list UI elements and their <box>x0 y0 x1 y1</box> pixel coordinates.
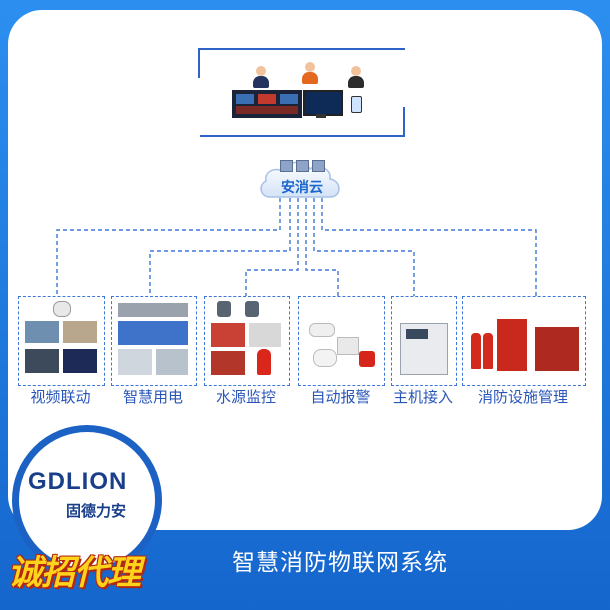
pressure-gauge-icon <box>245 301 259 317</box>
module-water-monitoring <box>204 296 290 386</box>
module-label-video: 视频联动 <box>30 388 91 406</box>
logo-brand-text: GDLION <box>28 468 128 495</box>
pump-image <box>211 323 245 347</box>
control-room-screen-icon <box>232 90 302 118</box>
module-facility-management <box>462 296 586 386</box>
video-thumbnail <box>63 321 97 343</box>
server-icon <box>280 160 293 172</box>
module-label-host: 主机接入 <box>392 388 453 406</box>
electric-cabinet-image <box>156 349 188 375</box>
pressure-gauge-icon <box>217 301 231 317</box>
company-logo <box>12 425 162 575</box>
agent-recruitment-banner: 诚招代理 <box>8 553 141 593</box>
electric-sensor-icon <box>118 303 188 317</box>
video-thumbnail <box>25 321 59 343</box>
fire-cabinet-image <box>497 319 527 371</box>
fire-hydrant-icon <box>257 349 271 375</box>
module-automatic-alarm <box>298 296 385 386</box>
module-label-electricity: 智慧用电 <box>122 388 183 406</box>
mobile-phone-icon <box>351 96 362 113</box>
video-thumbnail <box>25 349 59 373</box>
module-label-water: 水源监控 <box>215 388 276 406</box>
security-guard-icon <box>252 66 270 88</box>
command-center-bracket-top <box>198 48 405 78</box>
camera-icon <box>53 301 71 317</box>
extinguisher-icon <box>471 333 481 369</box>
electric-cabinet-image <box>118 321 188 345</box>
smoke-detector-icon <box>309 323 335 337</box>
module-smart-electricity <box>111 296 197 386</box>
module-host-access <box>391 296 457 386</box>
module-video-linkage <box>18 296 105 386</box>
logo-chinese-name: 固德力安 <box>66 502 127 520</box>
electric-cabinet-image <box>118 349 152 375</box>
module-label-alarm: 自动报警 <box>310 388 371 406</box>
pump-room-image <box>249 323 281 347</box>
system-title: 智慧消防物联网系统 <box>232 550 448 576</box>
alarm-button-icon <box>337 337 359 355</box>
extinguisher-icon <box>483 333 493 369</box>
manager-icon <box>347 66 365 88</box>
command-center-bracket-bottom <box>200 107 405 137</box>
monitor-stand <box>316 114 326 118</box>
fire-station-image <box>535 327 579 371</box>
detector-icon <box>313 349 337 367</box>
firefighter-icon <box>301 62 319 84</box>
video-thumbnail <box>63 349 97 373</box>
module-label-facility: 消防设施管理 <box>477 388 568 406</box>
manual-alarm-icon <box>359 351 375 367</box>
server-icon <box>312 160 325 172</box>
server-icon <box>296 160 309 172</box>
pipe-image <box>211 351 245 375</box>
cloud-label: 安消云 <box>281 180 323 196</box>
panel-display <box>406 329 428 339</box>
